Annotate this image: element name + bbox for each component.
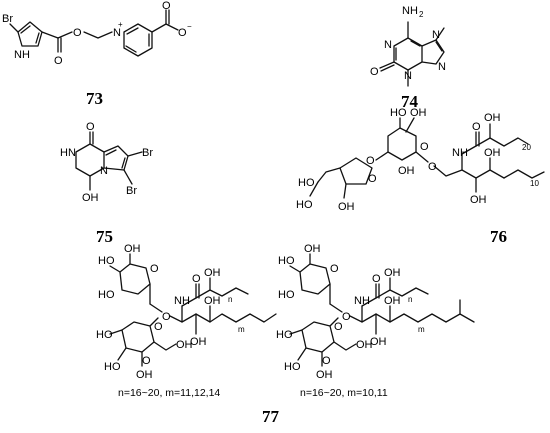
compound-77-right-caption: n=16~20, m=10,11	[300, 387, 388, 399]
compound-73-nh: N	[14, 49, 22, 61]
compound-75-label: 75	[96, 227, 113, 246]
compound-77-left-o2: O	[162, 311, 171, 323]
compound-76-o-ring2: O	[368, 173, 377, 185]
compound-77-left-oh3: OH	[190, 336, 207, 348]
compound-77-right-o-amide: O	[372, 273, 381, 285]
compound-76-oh-chain: OH	[470, 194, 487, 206]
compound-77-left-ho2: HO	[98, 289, 115, 301]
compound-76-o-link: O	[366, 155, 375, 167]
compound-77-right-oh4: OH	[316, 369, 333, 381]
compound-73-o-carbonyl: O	[54, 55, 63, 67]
compound-75-structure	[75, 131, 143, 191]
compound-77-right-ho2: HO	[278, 289, 295, 301]
compound-77-left-o4: O	[142, 355, 151, 367]
compound-77-right-oh-acyl: OH	[384, 267, 401, 279]
compound-76-nh: NH	[452, 147, 468, 159]
compound-76-label: 76	[490, 227, 507, 246]
compound-73-h: H	[22, 49, 30, 61]
compound-73-plus-charge: +	[118, 20, 123, 29]
compound-77-right-sub-n: n	[408, 295, 412, 304]
compound-76-ho-top: HO	[390, 107, 407, 119]
compound-77-right-o4: O	[322, 355, 331, 367]
compound-77-left-ho1: HO	[98, 255, 115, 267]
compound-75-br1: Br	[142, 147, 153, 159]
compound-77-left-o-amide: O	[192, 273, 201, 285]
compound-77-right-o3: O	[334, 321, 343, 333]
compound-75-oh: OH	[82, 192, 99, 204]
compound-74-n7: N	[432, 29, 440, 41]
compound-76-sub-20: 20	[522, 143, 531, 152]
compound-73-o-carboxyl: O	[162, 0, 171, 12]
compound-75-br2: Br	[126, 185, 137, 197]
compound-77-left-structure	[109, 253, 277, 367]
compound-77-right-o1: O	[330, 263, 339, 275]
compound-76-o-ring1: O	[420, 141, 429, 153]
compound-74-label: 74	[401, 92, 419, 111]
compound-74-o: O	[370, 66, 379, 78]
compound-77-right-sub-m: m	[418, 325, 425, 334]
compound-77-left-oh1: OH	[124, 243, 141, 255]
compound-77-left-caption: n=16~20, m=11,12,14	[118, 387, 220, 399]
compound-77-left-sub-n: n	[228, 295, 232, 304]
compound-74-n9: N	[438, 61, 446, 73]
compound-74-n1: N	[384, 39, 392, 51]
compound-77-left-sub-m: m	[238, 325, 245, 334]
compound-77-left-oh4: OH	[136, 369, 153, 381]
compound-74-structure	[379, 21, 445, 87]
compound-76-ho-left2: HO	[296, 199, 313, 211]
compound-73-o-minus: O	[178, 27, 187, 39]
compound-73-label: 73	[86, 89, 103, 108]
compound-77-left-o3: O	[154, 321, 163, 333]
compound-77-left-ho3: HO	[96, 329, 113, 341]
compound-76-ho-left: HO	[298, 177, 315, 189]
compound-77-right-oh5: OH	[356, 339, 373, 351]
compound-75-hn: HN	[60, 147, 76, 159]
compound-77-left-nh: NH	[174, 295, 190, 307]
compound-75-n: N	[100, 165, 108, 177]
compound-74-nh2: NH	[402, 5, 418, 17]
compound-75-o: O	[86, 121, 95, 133]
compound-76-o-glycosidic: O	[428, 161, 437, 173]
compound-76-structure	[309, 117, 545, 199]
compound-73-br: Br	[2, 13, 13, 25]
compound-77-left-oh2: OH	[204, 295, 221, 307]
compound-77-right-structure	[289, 253, 475, 367]
compound-73-o-ester: O	[73, 27, 82, 39]
compound-76-oh-bot: OH	[398, 165, 415, 177]
compound-77-right-nh: NH	[354, 295, 370, 307]
compound-76-oh-acyl: OH	[484, 112, 501, 124]
compound-77-right-ho4: HO	[284, 361, 301, 373]
compound-76-oh-chain2: OH	[484, 147, 501, 159]
compound-77-right-oh1: OH	[304, 243, 321, 255]
compound-77-right-o2: O	[342, 311, 351, 323]
compound-73-minus-charge: −	[187, 22, 192, 31]
compound-74-n3: N	[404, 70, 412, 82]
compound-76-oh-top: OH	[410, 107, 427, 119]
compound-74-nh2-sub: 2	[419, 10, 424, 19]
compound-77-left-oh5: OH	[176, 339, 193, 351]
compound-77-left-oh-acyl: OH	[204, 267, 221, 279]
compound-73-n-plus: N	[113, 27, 121, 39]
compound-77-left-ho4: HO	[104, 361, 121, 373]
compound-76-sub-10: 10	[530, 179, 539, 188]
compound-77-left-o1: O	[150, 263, 159, 275]
compound-77-right-ho3: HO	[276, 329, 293, 341]
compound-76-o-amide: O	[472, 121, 481, 133]
compound-77-right-oh3: OH	[370, 336, 387, 348]
compound-76-oh-mid: OH	[338, 201, 355, 213]
compound-77-right-ho1: HO	[278, 255, 295, 267]
compound-73-structure	[9, 9, 179, 57]
compound-77-right-oh2: OH	[384, 295, 401, 307]
compound-77-label: 77	[262, 407, 280, 426]
